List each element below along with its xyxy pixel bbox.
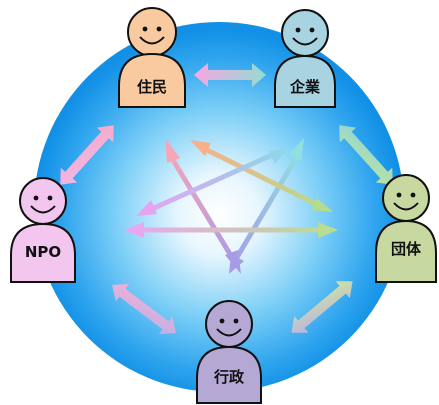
arrow-residents-npo xyxy=(60,125,114,185)
label-government: 行政 xyxy=(213,368,245,386)
arrow-residents-groups xyxy=(190,140,333,212)
person-icon-groups: 団体 xyxy=(375,174,437,283)
label-companies: 企業 xyxy=(289,78,321,96)
arrow-residents-companies xyxy=(194,63,266,87)
person-icon-government: 行政 xyxy=(196,300,262,404)
arrow-companies-groups xyxy=(339,125,393,185)
person-icon-npo: NPO xyxy=(10,177,76,283)
arrow-companies-government xyxy=(229,138,304,274)
arrow-npo-groups xyxy=(124,222,338,238)
label-residents: 住民 xyxy=(137,78,167,96)
label-npo: NPO xyxy=(25,243,61,261)
arrow-companies-npo xyxy=(136,148,288,216)
label-groups: 団体 xyxy=(391,240,422,258)
person-icon-companies: 企業 xyxy=(274,9,336,108)
arrow-groups-government xyxy=(291,281,353,333)
arrow-npo-government xyxy=(112,283,176,335)
person-icon-residents: 住民 xyxy=(118,7,186,108)
star-arrows xyxy=(124,138,338,274)
